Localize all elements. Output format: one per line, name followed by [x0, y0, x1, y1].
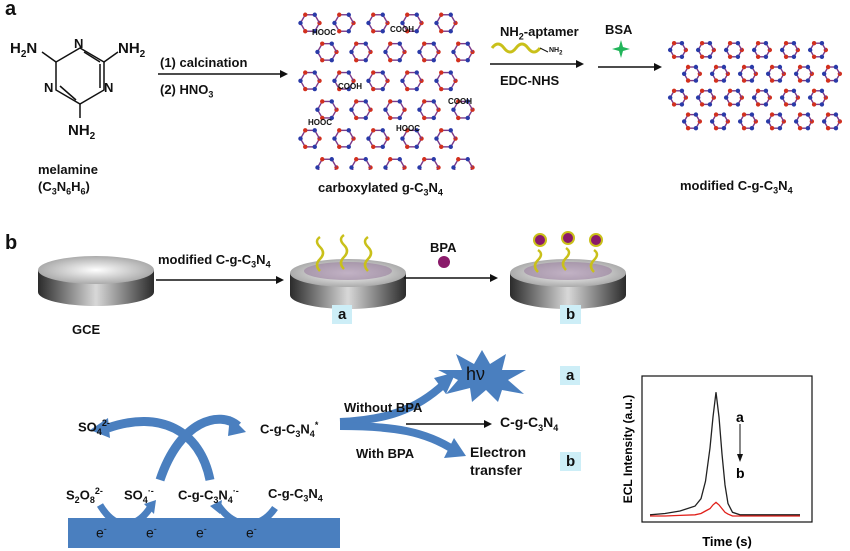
decrease-arrow-head — [737, 454, 743, 462]
electrode-bar — [68, 518, 340, 548]
bpa-label: BPA — [430, 240, 457, 255]
modified-label-b: modified C-g-C3N4 — [158, 252, 271, 270]
tag-b-mechanism: b — [560, 452, 582, 471]
arrow-bpa — [404, 274, 498, 282]
panel-b-letter: b — [5, 232, 18, 254]
bsa-star-icon — [612, 40, 630, 58]
cooh-label-2: COOH — [338, 82, 362, 91]
without-bpa-label: Without BPA — [344, 400, 423, 415]
aptamer-label: NH2-aptamer — [500, 24, 579, 42]
arrow-step1 — [158, 70, 288, 78]
cooh-label-3: COOH — [448, 97, 472, 106]
melamine-structure — [41, 47, 119, 118]
hooc-label-3: HOOC — [396, 124, 420, 133]
electron-transfer-line2: transfer — [470, 462, 523, 478]
step-hno3: (2) HNO3 — [160, 82, 214, 100]
nh2-right-label: NH2 — [118, 40, 146, 60]
series-b-label: b — [736, 465, 745, 481]
so4-label: SO42- — [78, 418, 110, 437]
electrode-a-image — [290, 233, 406, 309]
bpa-molecule-icon — [438, 256, 450, 268]
ecl-series-a — [649, 392, 800, 516]
x-axis-label: Time (s) — [702, 534, 752, 549]
electrode-b-image — [510, 231, 626, 309]
aptamer-nh2-tag: NH2 — [549, 47, 563, 57]
cgc-ground-label: C-g-C3N4 — [268, 486, 323, 504]
aptamer-strand-icon — [490, 42, 549, 54]
cgc-product-label: C-g-C3N4 — [500, 414, 559, 433]
hv-label: hν — [466, 364, 486, 384]
modified-label-a: modified C-g-C3N4 — [680, 178, 793, 196]
electron-1: e- — [96, 524, 107, 541]
step-calcination: (1) calcination — [160, 55, 248, 70]
ecl-series-b — [650, 501, 800, 517]
carboxylated-network-image — [298, 12, 475, 170]
hooc-label-2: HOOC — [308, 118, 332, 127]
electron-4: e- — [246, 524, 257, 541]
h2n-label: H2N — [10, 40, 38, 60]
electron-transfer-line1: Electron — [470, 444, 527, 460]
gce-label: GCE — [72, 322, 101, 337]
tag-a-electrode: a — [332, 305, 353, 324]
ecl-chart: a b Time (s) ECL Intensity (a.u.) — [621, 375, 813, 549]
so4-radical-label: SO4·- — [124, 486, 154, 505]
branch-arrows — [339, 372, 492, 458]
arrow-step3 — [598, 63, 662, 71]
melamine-name: melamine — [38, 162, 98, 177]
carboxylated-label: carboxylated g-C3N4 — [318, 180, 443, 198]
gce-electrode-bare — [38, 256, 154, 306]
electron-2: e- — [146, 524, 157, 541]
arrow-modify — [156, 276, 284, 284]
ring-n-left: N — [44, 80, 54, 95]
hv-burst-icon — [438, 350, 526, 402]
series-a-label: a — [736, 409, 744, 425]
modified-network-image — [667, 41, 843, 131]
edc-nhs-label: EDC-NHS — [500, 73, 560, 88]
arrow-step2 — [490, 60, 584, 68]
y-axis-label: ECL Intensity (a.u.) — [621, 395, 635, 503]
cgc-excited-label: C-g-C3N4* — [260, 420, 319, 439]
tag-b-electrode: b — [560, 305, 582, 324]
electron-3: e- — [196, 524, 207, 541]
hooc-label-1: HOOC — [312, 28, 336, 37]
nh2-bottom-label: NH2 — [68, 122, 96, 142]
cgc-radical-label: C-g-C3N4·- — [178, 486, 239, 505]
with-bpa-label: With BPA — [356, 446, 415, 461]
cooh-label-1: COOH — [390, 25, 414, 34]
s2o8-label: S2O82- — [66, 486, 103, 505]
panel-a-letter: a — [5, 0, 17, 20]
tag-a-mechanism: a — [560, 366, 581, 385]
ring-n-right: N — [104, 80, 114, 95]
ring-n-top: N — [74, 36, 84, 51]
bsa-label: BSA — [605, 22, 633, 37]
melamine-formula: (C3N6H6) — [38, 179, 90, 197]
